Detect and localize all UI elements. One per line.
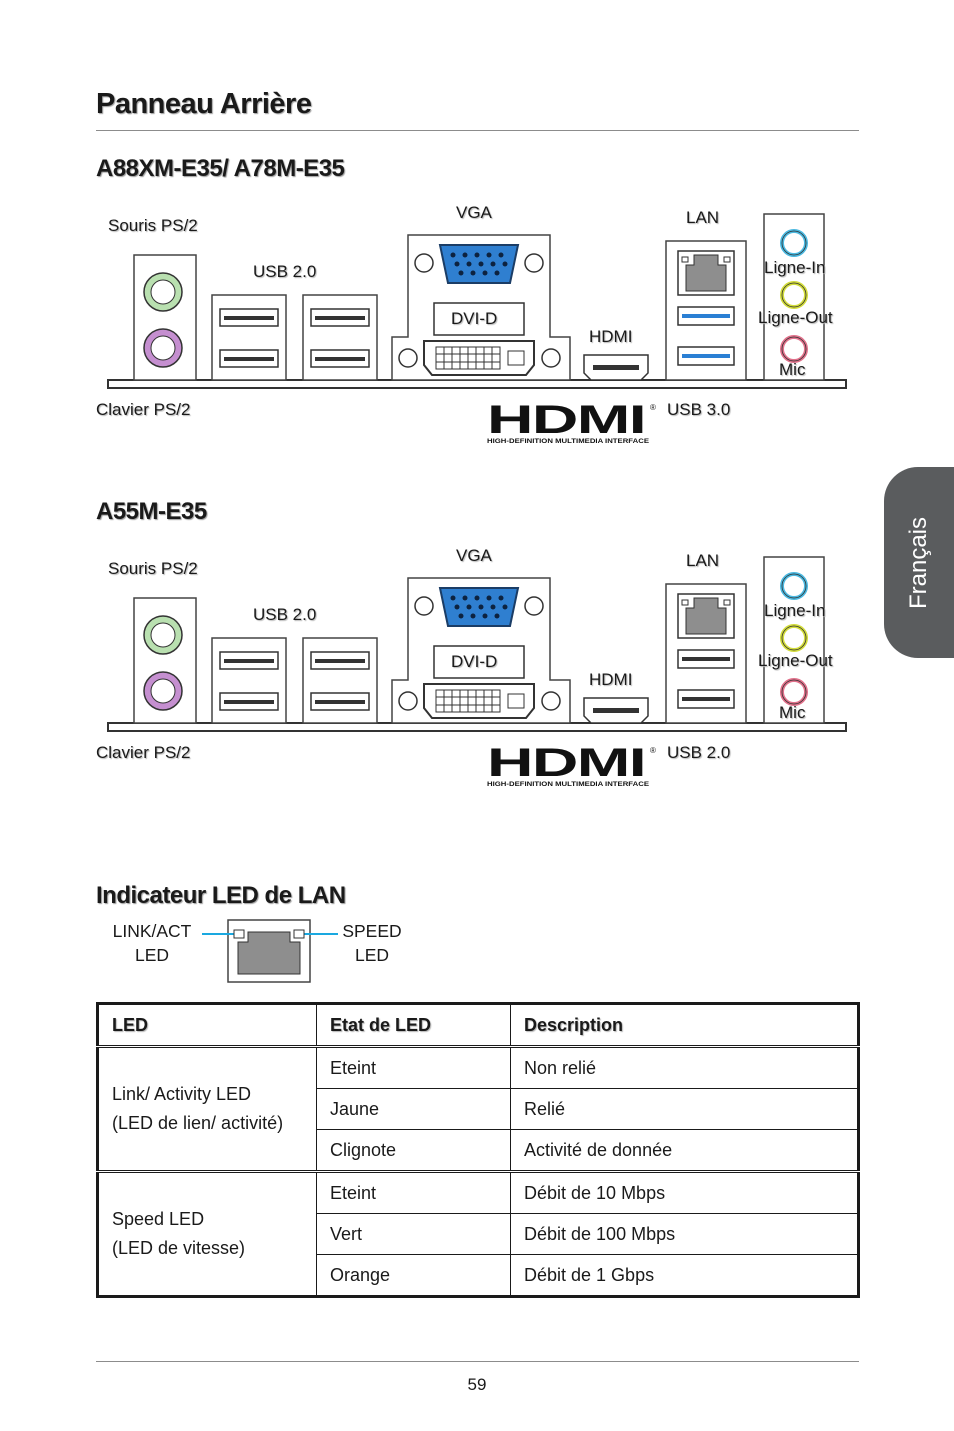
header-state: Etat de LED [316,1003,511,1047]
state-cell: Clignote [316,1129,511,1172]
mic-label: Mic [779,360,806,379]
hdmi-logo: HDMI ® HIGH-DEFINITION MULTIMEDIA INTERF… [487,398,667,450]
ps2-keyboard-label: Clavier PS/2 [96,400,191,419]
state-cell: Jaune [316,1088,511,1130]
hdmi-logo-reg: ® [650,746,656,755]
usb-right-label: USB 3.0 [667,400,731,419]
rear-panel-1: Souris PS/2 USB 2.0 VGA DVI-D HDMI LAN L… [96,195,856,445]
hdmi-label: HDMI [589,670,633,689]
table-row: Clignote Activité de donnée [98,1129,859,1172]
hdmi-logo-tagline: HIGH-DEFINITION MULTIMEDIA INTERFACE [487,438,649,445]
vga-label: VGA [456,203,492,222]
dvi-port-icon [398,683,561,719]
vga-port-icon [414,244,544,284]
hdmi-logo-icon: HDMI ® HIGH-DEFINITION MULTIMEDIA INTERF… [487,741,656,788]
ps2-mouse-icon [143,272,183,312]
table-header-row: LED Etat de LED Description [97,1003,859,1047]
desc-cell: Activité de donnée [510,1129,859,1172]
table-row: Link/ Activity LED (LED de lien/ activit… [97,1045,859,1172]
hdmi-port-icon [583,697,649,724]
table-row: Speed LED (LED de vitesse) Eteint Débit … [97,1170,859,1297]
rear-panel-2-drawing [107,556,847,732]
vga-label: VGA [456,546,492,565]
desc-cell: Relié [510,1088,859,1130]
mic-label: Mic [779,703,806,722]
led-name-line1: Speed LED [112,1209,205,1229]
ps2-mouse-icon [143,615,183,655]
usb-port-icon [219,308,370,368]
usb-right-port-icon [677,306,735,366]
ps2-mouse-label: Souris PS/2 [108,216,198,235]
line-in-label: Ligne-In [764,258,826,277]
section2-title: A55M-E35 [96,498,207,525]
line-out-label: Ligne-Out [758,651,833,670]
hdmi-logo-reg: ® [650,403,656,412]
led-section-title: Indicateur LED de LAN [96,882,346,909]
language-tab-label: Français [905,516,932,609]
led-name-line1: Link/ Activity LED [112,1084,252,1104]
led-status-table: LED Etat de LED Description Link/ Activi… [96,1002,860,1298]
lan-label: LAN [686,208,720,227]
table-row: Jaune Relié [98,1088,859,1130]
usb-right-tongue [682,314,730,318]
state-cell: Eteint [316,1045,511,1089]
state-cell: Vert [316,1213,511,1255]
hdmi-logo-text: HDMI [487,401,645,442]
hdmi-port-icon [583,354,649,381]
hdmi-logo-icon: HDMI ® HIGH-DEFINITION MULTIMEDIA INTERF… [487,398,656,445]
header-description: Description [510,1003,859,1047]
led-name-cell: Speed LED (LED de vitesse) [97,1170,317,1297]
link-act-led-label: LINK/ACT LED [100,919,204,967]
footer-rule [96,1361,859,1362]
speed-led-label: SPEED LED [334,919,410,967]
usb-left-label: USB 2.0 [253,262,317,281]
desc-cell: Débit de 100 Mbps [510,1213,859,1255]
lan-port-icon [677,593,735,639]
lan-led-diagram-icon [202,919,338,983]
dvi-port-icon [398,340,561,376]
link-act-label-line1: LINK/ACT [112,921,192,941]
audio-jack-icon [780,229,808,363]
ps2-keyboard-icon [143,671,183,711]
led-name-line2: (LED de vitesse) [112,1238,246,1258]
lan-port-icon [677,250,735,296]
section1-title: A88XM-E35/ A78M-E35 [96,155,345,182]
line-out-label: Ligne-Out [758,308,833,327]
led-name-line2: (LED de lien/ activité) [112,1113,284,1133]
ps2-keyboard-icon [143,328,183,368]
link-act-label-line2: LED [134,945,170,965]
hdmi-logo: HDMI ® HIGH-DEFINITION MULTIMEDIA INTERF… [487,741,667,793]
table-row: Orange Débit de 1 Gbps [98,1254,859,1297]
desc-cell: Débit de 10 Mbps [510,1170,859,1214]
audio-jack-icon [780,572,808,706]
desc-cell: Débit de 1 Gbps [510,1254,859,1297]
hdmi-logo-tagline: HIGH-DEFINITION MULTIMEDIA INTERFACE [487,781,649,788]
desc-cell: Non relié [510,1045,859,1089]
ps2-keyboard-label: Clavier PS/2 [96,743,191,762]
header-led: LED [97,1003,317,1047]
state-cell: Eteint [316,1170,511,1214]
usb-right-label: USB 2.0 [667,743,731,762]
speed-label-line1: SPEED [342,921,402,941]
dvi-label: DVI-D [451,652,498,671]
led-name-cell: Link/ Activity LED (LED de lien/ activit… [97,1045,317,1172]
usb-left-label: USB 2.0 [253,605,317,624]
hdmi-logo-text: HDMI [487,744,645,785]
page-title: Panneau Arrière [96,88,312,120]
lan-label: LAN [686,551,720,570]
vga-port-icon [414,587,544,627]
speed-label-line2: LED [354,945,390,965]
language-tab[interactable]: Français [884,467,954,658]
line-in-label: Ligne-In [764,601,826,620]
dvi-label: DVI-D [451,309,498,328]
page-number: 59 [467,1375,487,1394]
title-rule [96,130,859,131]
usb-right-port-icon [677,649,735,709]
usb-port-icon [219,651,370,711]
ps2-mouse-label: Souris PS/2 [108,559,198,578]
rear-panel-2: Souris PS/2 USB 2.0 VGA DVI-D HDMI LAN L… [96,538,856,788]
state-cell: Orange [316,1254,511,1297]
hdmi-label: HDMI [589,327,633,346]
rear-panel-1-drawing [107,213,847,389]
